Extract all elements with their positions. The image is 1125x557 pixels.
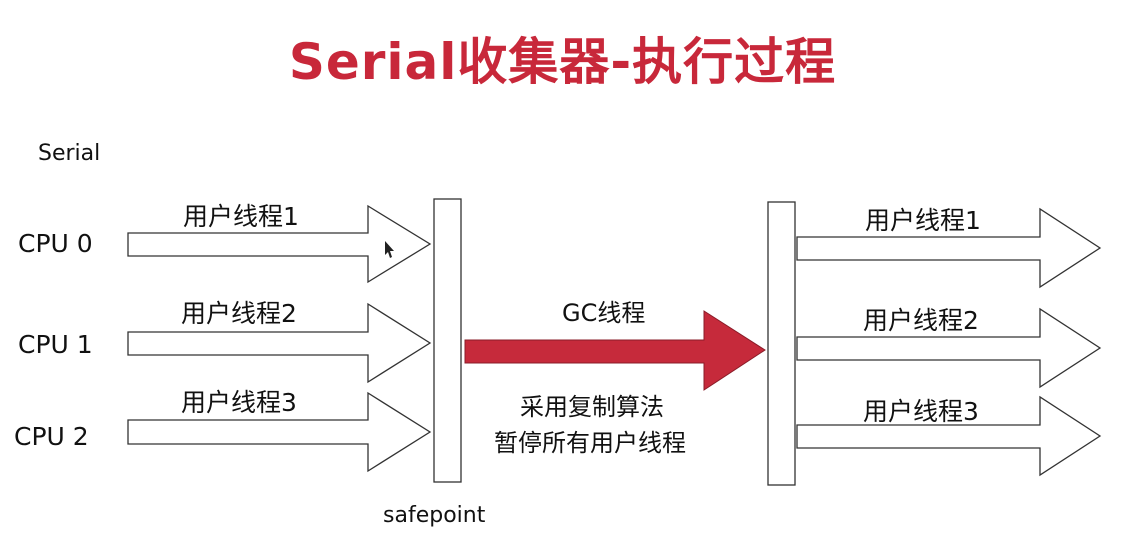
user-thread-arrow-left-0 [127,204,432,284]
safepoint-label: safepoint [383,503,486,528]
gc-desc-line2: 暂停所有用户线程 [494,429,686,457]
mouse-cursor-icon [385,241,394,258]
gc-thread-arrow [464,310,766,391]
cpu-label-0: CPU 0 [18,229,93,258]
safepoint-bar-right [767,201,796,486]
user-thread-arrow-right-1 [796,307,1102,389]
thread-label-right-1: 用户线程2 [863,306,979,335]
thread-label-left-2: 用户线程3 [181,388,297,417]
thread-label-left-1: 用户线程2 [181,299,297,328]
gc-thread-label: GC线程 [562,299,646,327]
user-thread-arrow-right-2 [796,395,1102,477]
safepoint-bar-left [433,198,462,483]
gc-desc-line1: 采用复制算法 [520,393,664,421]
cpu-label-2: CPU 2 [14,422,89,451]
user-thread-arrow-right-0 [796,207,1102,289]
thread-label-right-2: 用户线程3 [863,397,979,426]
user-thread-arrow-left-1 [127,302,432,384]
page-title: Serial收集器-执行过程 [288,33,837,91]
thread-label-left-0: 用户线程1 [183,202,299,231]
collector-label: Serial [38,141,101,166]
cpu-label-1: CPU 1 [18,330,93,359]
user-thread-arrow-left-2 [127,391,432,473]
thread-label-right-0: 用户线程1 [865,206,981,235]
